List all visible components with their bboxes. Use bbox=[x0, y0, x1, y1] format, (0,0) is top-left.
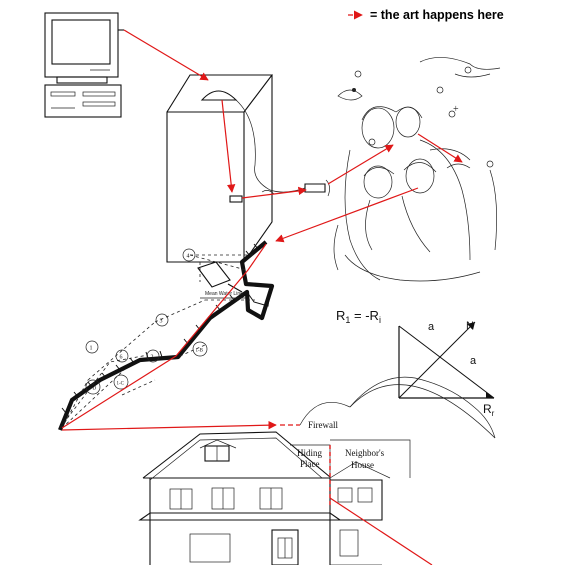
arrow-illustration-right bbox=[417, 133, 463, 163]
art-flow-arrows bbox=[61, 29, 463, 565]
legend-text: = the art happens here bbox=[370, 8, 504, 22]
arrow-cabinet-down bbox=[221, 99, 236, 193]
svg-text:3: 3 bbox=[160, 319, 163, 325]
house-drawing: Hiding Place Neighbor's House bbox=[138, 431, 411, 565]
roof-section-drawing: Mean Water Line 4 3 1 6 2 1-B 1-C 1-D bbox=[58, 240, 275, 431]
mean-water-line-label: Mean Water Line bbox=[205, 291, 243, 297]
neighbors-house-label: Neighbor's House bbox=[345, 448, 386, 470]
legend: = the art happens here bbox=[348, 8, 504, 22]
reflection-diagram: R1 = -Ri a a N Rr bbox=[336, 308, 495, 418]
label-a2: a bbox=[470, 355, 477, 367]
hiding-place-label: Hiding Place bbox=[297, 448, 324, 469]
label-n: N bbox=[466, 320, 474, 332]
svg-text:1-C: 1-C bbox=[117, 382, 125, 387]
arrow-illustration-to-roof bbox=[275, 187, 419, 243]
svg-text:2: 2 bbox=[151, 355, 154, 361]
arrow-computer-to-cabinet bbox=[123, 29, 209, 81]
svg-text:+: + bbox=[453, 104, 459, 115]
arrow-along-roof bbox=[61, 243, 267, 429]
label-a1: a bbox=[428, 321, 435, 333]
label-rr: Rr bbox=[483, 402, 495, 418]
computer-icon bbox=[44, 12, 124, 118]
svg-text:6: 6 bbox=[120, 355, 123, 361]
arrow-hiding-to-corner bbox=[329, 497, 433, 565]
children-illustration: + bbox=[333, 57, 501, 282]
arrow-roof-to-firewall bbox=[61, 420, 277, 431]
reflection-equation: R1 = -Ri bbox=[336, 308, 381, 325]
svg-text:4: 4 bbox=[187, 254, 190, 260]
svg-text:1: 1 bbox=[90, 346, 93, 352]
arrow-cabinet-to-plug bbox=[241, 186, 307, 199]
firewall-label: Firewall bbox=[308, 420, 338, 430]
cabinet-drawing bbox=[166, 74, 330, 263]
firewall-drawing: Firewall bbox=[280, 376, 496, 439]
svg-text:1-D: 1-D bbox=[89, 387, 97, 392]
arrow-plug-to-illustration bbox=[327, 144, 394, 185]
svg-text:1-B: 1-B bbox=[196, 349, 204, 354]
